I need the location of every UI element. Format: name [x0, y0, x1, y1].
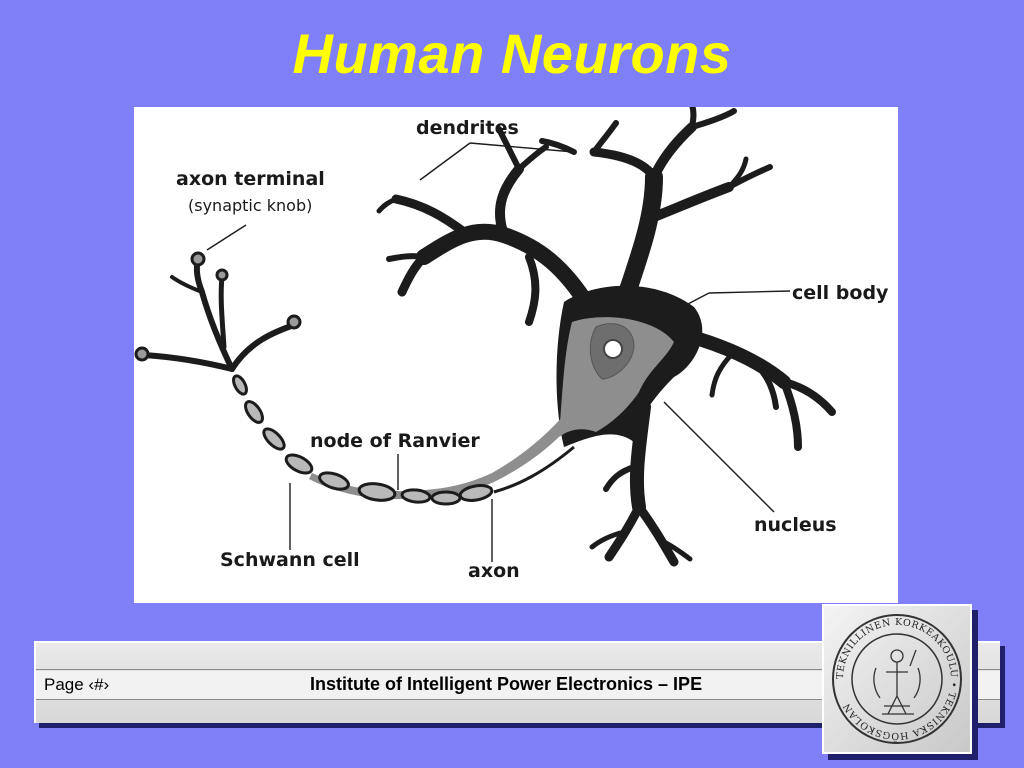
label-node-of-ranvier: node of Ranvier	[310, 430, 480, 452]
synaptic-knobs	[134, 251, 302, 362]
label-dendrites: dendrites	[416, 117, 519, 139]
seal-figure-icon	[873, 649, 921, 715]
label-axon: axon	[468, 560, 520, 582]
institute-name: Institute of Intelligent Power Electroni…	[310, 674, 703, 694]
university-logo: TEKNILLINEN KORKEAKOULU • TEKNISKA HÖGSK…	[822, 604, 972, 754]
page-number-label: Page ‹#›	[44, 675, 110, 694]
label-synaptic-knob: (synaptic knob)	[188, 196, 312, 215]
footer-row: Page ‹#› Institute of Intelligent Power …	[36, 671, 1000, 699]
footer-divider-bottom	[36, 699, 1000, 700]
neuron-diagram-svg: dendrites axon terminal (synaptic knob) …	[134, 107, 889, 582]
label-cell-body: cell body	[792, 282, 889, 304]
leader-lines	[206, 142, 791, 562]
footer-divider-top	[36, 669, 1000, 670]
label-axon-terminal: axon terminal	[176, 168, 325, 190]
dendrites-graphic	[376, 107, 836, 567]
university-seal-icon: TEKNILLINEN KORKEAKOULU • TEKNISKA HÖGSK…	[832, 614, 962, 744]
diagram-labels: dendrites axon terminal (synaptic knob) …	[176, 117, 889, 582]
neuron-diagram: dendrites axon terminal (synaptic knob) …	[134, 107, 898, 603]
cell-body-graphic	[556, 285, 703, 447]
axon-terminals-graphic	[141, 256, 297, 372]
slide-title: Human Neurons	[292, 22, 732, 85]
nucleus-graphic	[589, 323, 635, 380]
label-schwann-cell: Schwann cell	[220, 549, 360, 571]
label-nucleus: nucleus	[754, 514, 837, 536]
myelin-sheath	[232, 374, 494, 506]
